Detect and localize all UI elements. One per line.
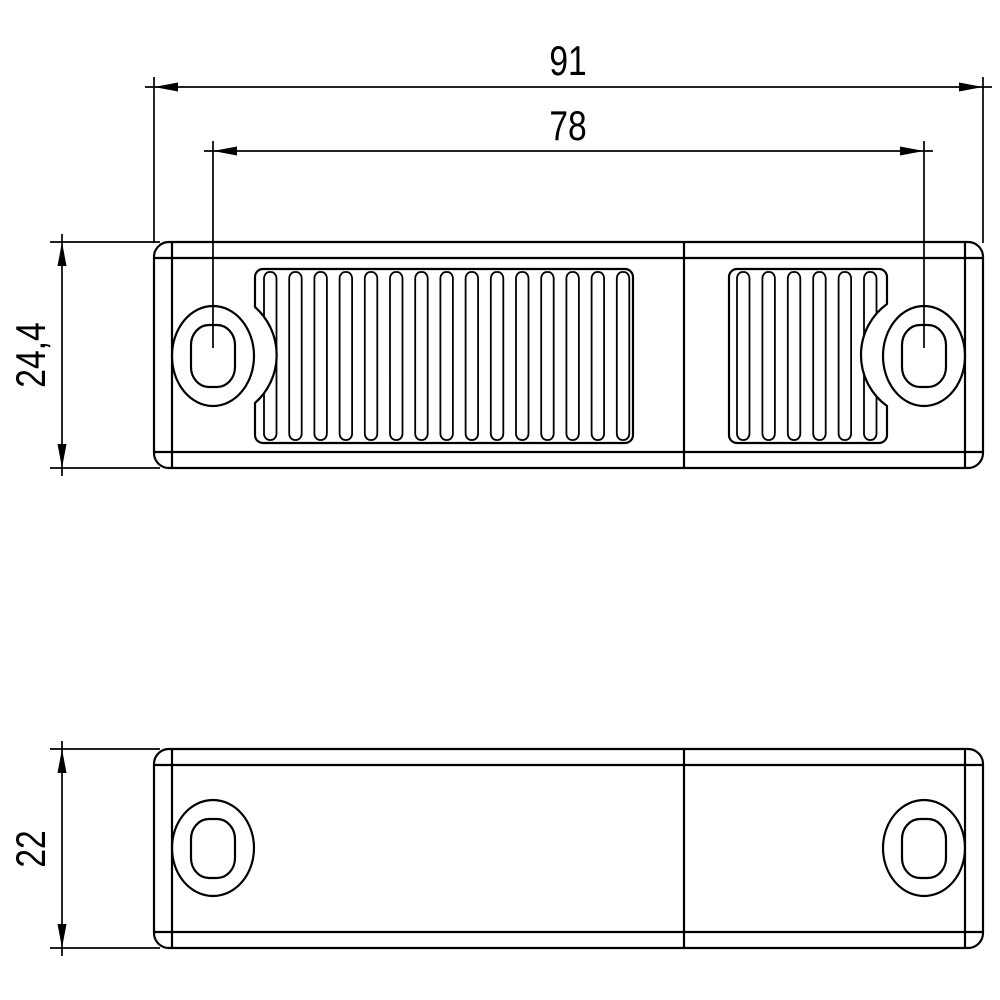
rib-slot [439, 271, 454, 441]
rib-slot [540, 271, 555, 441]
dimension-label-hole-spacing: 78 [549, 104, 586, 150]
rib-slot [863, 271, 878, 441]
rib-slot [414, 271, 429, 441]
dimension-label-top-view-height: 24,4 [9, 322, 55, 387]
rib-slot [812, 271, 827, 441]
front-view-outline [152, 747, 985, 950]
arrowhead-right [900, 146, 924, 156]
hole-counterbore-outline [881, 798, 967, 898]
front-view-left-mounting-hole [170, 798, 256, 898]
dimension-front-view-height: 22 [9, 741, 160, 956]
right-rib-section-outline [727, 267, 889, 445]
top-view [152, 240, 985, 470]
rib-slot [761, 271, 776, 441]
rib-slot [338, 271, 354, 441]
top-view-outline [152, 240, 985, 470]
arrowhead-down [57, 924, 67, 948]
rib-slot [837, 271, 852, 441]
rib-slot [363, 271, 379, 441]
rib-slot [464, 271, 480, 441]
hole-slot-outline [189, 817, 237, 880]
dimension-label-front-view-height: 22 [9, 830, 55, 867]
hole-slot-outline [900, 817, 948, 880]
arrowhead-right [959, 82, 983, 92]
rib-slot [590, 271, 605, 441]
hole-counterbore-outline [170, 798, 256, 898]
dimension-hole-spacing: 78 [204, 104, 933, 348]
rib-slot [615, 271, 631, 441]
rib-slot [313, 271, 328, 441]
dimension-top-view-height: 24,4 [9, 234, 160, 476]
left-rib-slots [263, 271, 631, 441]
rib-slot [288, 271, 303, 441]
right-rib-slots [736, 271, 878, 441]
rib-slot [515, 271, 530, 441]
dimensions: 91 78 24,4 22 [9, 39, 992, 956]
rib-slot [489, 271, 505, 441]
rib-slot [565, 271, 580, 441]
rib-slot [736, 271, 751, 441]
dimension-label-overall-length: 91 [549, 39, 586, 85]
dimension-overall-length: 91 [145, 39, 992, 243]
left-rib-section-outline [253, 267, 635, 445]
front-view [152, 747, 985, 950]
arrowhead-down [57, 444, 67, 468]
rib-slot [263, 271, 278, 441]
arrowhead-left [213, 146, 237, 156]
arrowhead-left [154, 82, 178, 92]
rib-slot [389, 271, 404, 441]
front-view-right-mounting-hole [881, 798, 967, 898]
arrowhead-up [57, 242, 67, 266]
rib-slot [786, 271, 802, 441]
arrowhead-up [57, 749, 67, 773]
